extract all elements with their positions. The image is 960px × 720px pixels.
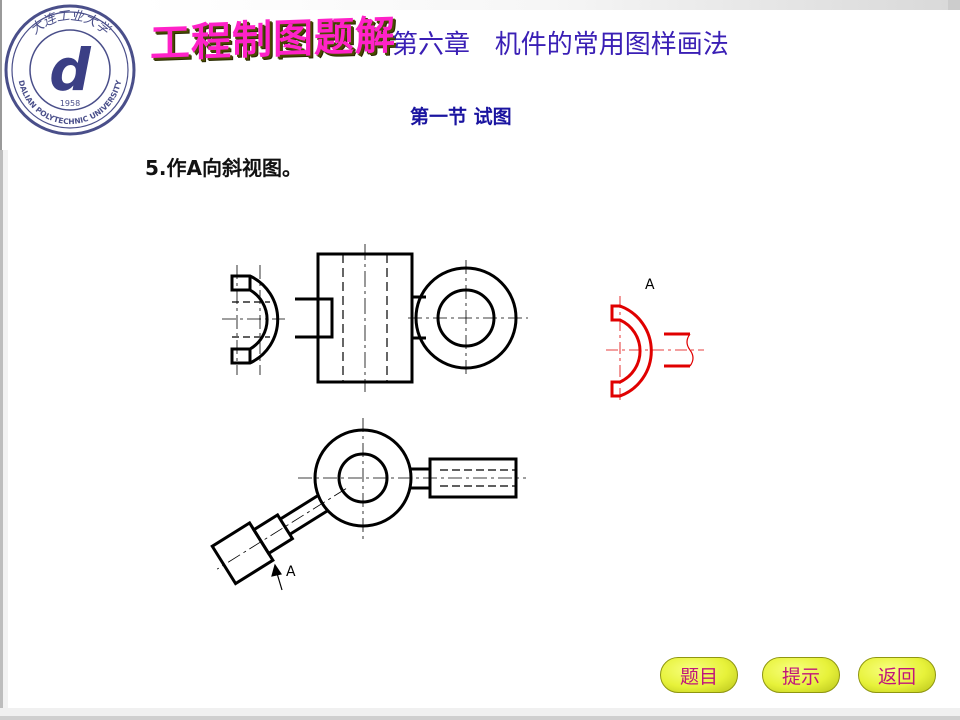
problem-statement: 5.作A向斜视图。 (145, 156, 302, 180)
hint-button[interactable]: 提示 (762, 657, 840, 693)
topic-button[interactable]: 题目 (660, 657, 738, 693)
view-direction-arrow (271, 563, 283, 591)
back-button[interactable]: 返回 (858, 657, 936, 693)
university-logo: 大连工业大学 DALIAN POLYTECHNIC UNIVERSITY d 1… (0, 0, 140, 140)
front-view (222, 244, 528, 392)
answer-auxiliary-view (606, 296, 704, 404)
section-title: 第一节 试图 (410, 106, 512, 128)
arrow-label-a: A (286, 564, 296, 580)
chapter-title: 第六章 机件的常用图样画法 (392, 30, 729, 60)
view-label-a: A (645, 277, 655, 293)
front-right-ring (408, 260, 528, 378)
top-view (210, 418, 526, 591)
logo-letter: d (49, 36, 91, 104)
front-left-fork (222, 265, 334, 375)
logo-year: 1958 (60, 99, 80, 108)
